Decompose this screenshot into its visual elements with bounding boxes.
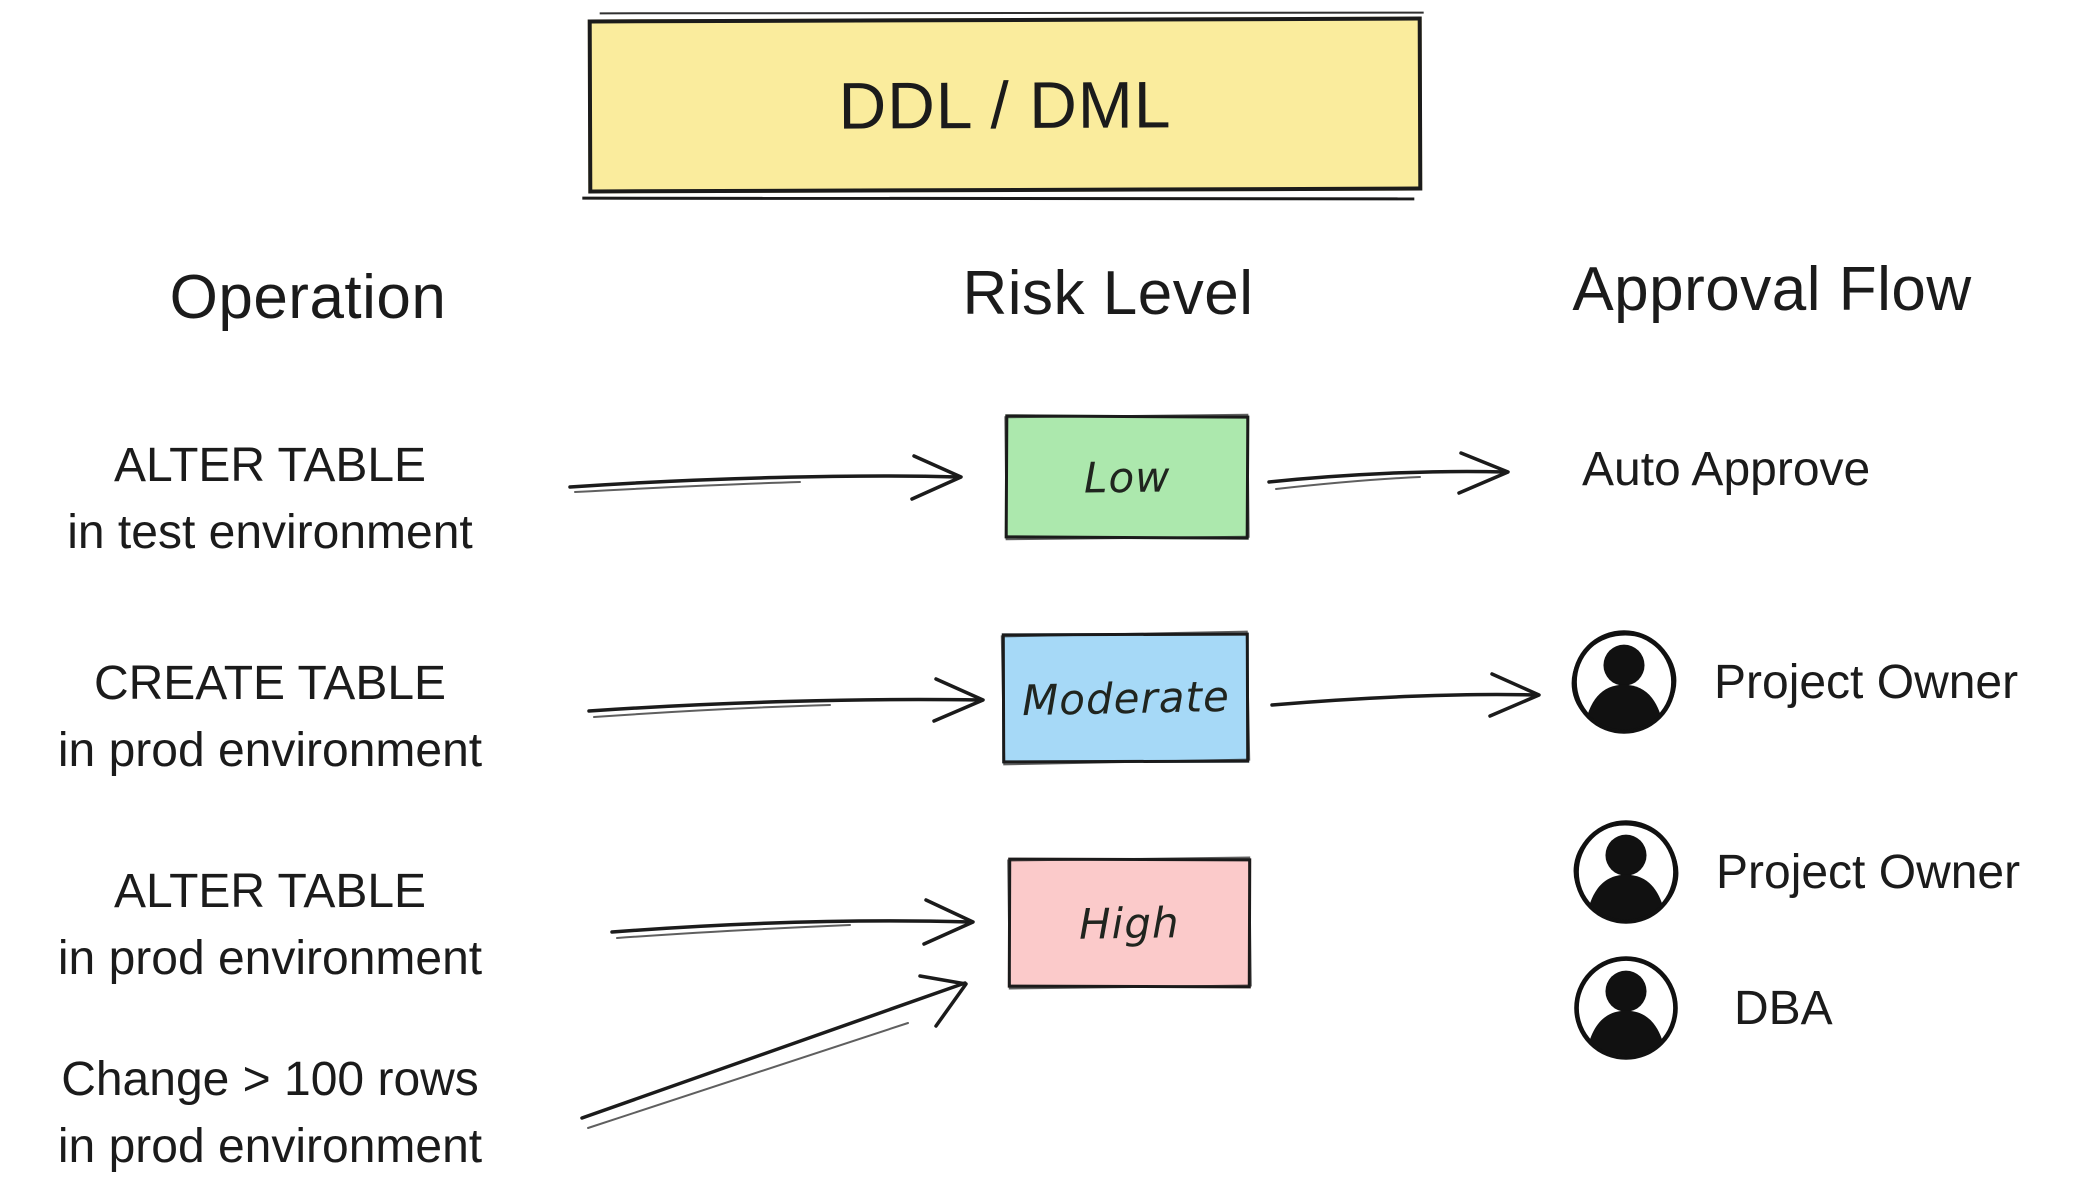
operation-line: in test environment [67,506,473,559]
arrow-r1-right-head [1457,451,1510,495]
approver-dba-high: DBA [1570,952,1833,1064]
risk-label-moderate: Moderate [1021,671,1230,725]
arrow-r2-left-head [932,677,985,723]
arrow-r2-left [587,697,982,713]
arrow-r3-left-head [922,898,975,946]
arrow-r3-diagonal [580,981,967,1120]
risk-label-high: High [1078,897,1181,949]
arrow-r3-left [610,919,972,934]
arrow-r2-right [1270,692,1538,707]
operation-line: CREATE TABLE [93,657,447,710]
arrow-r2-right-head [1488,672,1541,718]
operation-line: in prod environment [57,932,483,985]
column-header-risk-level: Risk Level [962,259,1254,328]
risk-box-high: High [1007,857,1252,989]
operation-line: in prod environment [57,1120,483,1173]
approver-label: Auto Approve [1582,442,1871,496]
arrow-r1-left [568,474,960,489]
operation-change-100-rows-prod: Change > 100 rows in prod environment [0,1046,540,1180]
operation-line: ALTER TABLE [113,865,427,918]
risk-box-moderate: Moderate [1001,632,1250,764]
title-label: DDL / DML [838,67,1172,143]
operation-line: in prod environment [57,724,483,777]
arrow-r3-diagonal-head [918,974,968,1028]
person-icon [1571,630,1677,734]
column-header-operation: Operation [169,263,447,332]
risk-label-low: Low [1083,451,1171,503]
person-icon [1573,820,1679,924]
arrow-r1-right [1267,469,1507,484]
arrow-r1-left-head [910,454,963,501]
approver-auto-approve: Auto Approve [1582,442,1871,496]
column-header-approval-flow: Approval Flow [1572,255,1972,324]
approver-label: Project Owner [1714,655,2019,709]
approver-project-owner-moderate: Project Owner [1568,626,2018,738]
person-icon [1574,956,1678,1060]
approver-label: Project Owner [1716,845,2021,899]
approver-label: DBA [1734,981,1833,1035]
title-banner: DDL / DML [587,16,1423,194]
operation-line: Change > 100 rows [61,1053,479,1106]
operation-create-table-prod: CREATE TABLE in prod environment [0,650,540,784]
risk-box-low: Low [1004,414,1250,540]
operation-alter-table-test: ALTER TABLE in test environment [0,432,540,566]
operation-alter-table-prod: ALTER TABLE in prod environment [0,858,540,992]
operation-line: ALTER TABLE [113,439,427,492]
approver-project-owner-high: Project Owner [1570,815,2020,929]
